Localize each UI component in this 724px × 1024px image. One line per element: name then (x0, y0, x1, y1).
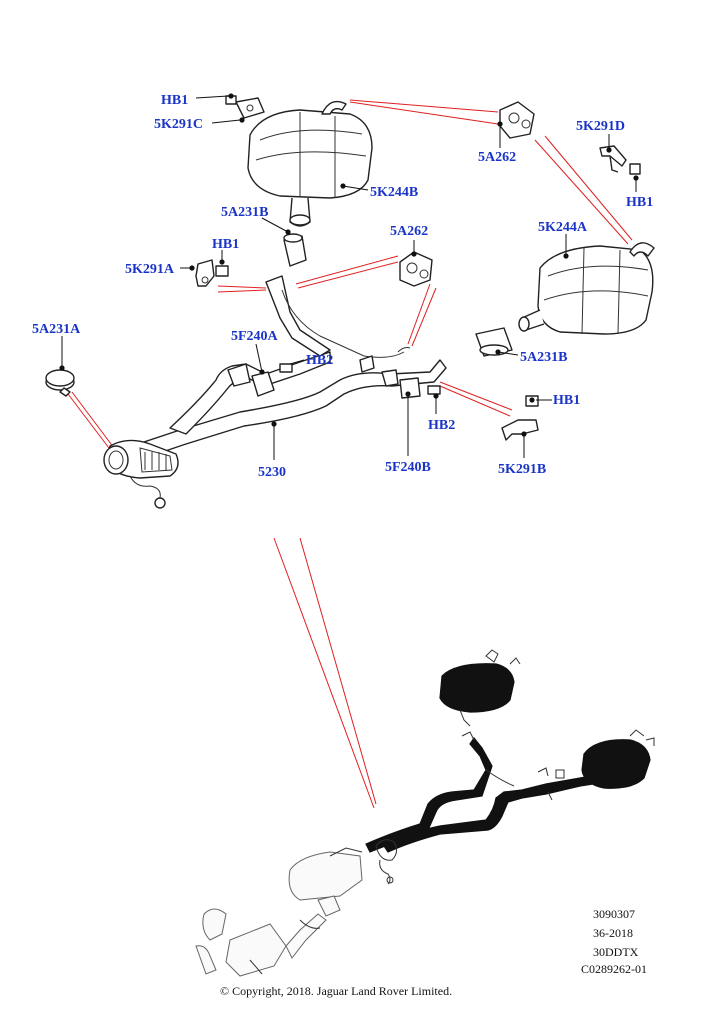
reference-model-code: 30DDTX (593, 945, 639, 959)
reference-date: 36-2018 (593, 926, 633, 940)
silencer-5k244b (247, 100, 373, 227)
callout-5k244b: 5K244B (370, 185, 418, 200)
callout-5a231b: 5A231B (221, 205, 268, 220)
callout-5k291b: 5K291B (498, 462, 546, 477)
callout-hb1: HB1 (626, 195, 653, 210)
callout-5a231b: 5A231B (520, 350, 567, 365)
tailpipe-5a231b-right (475, 327, 513, 357)
hanger-5k291d (599, 145, 641, 181)
silencer-5k244a (518, 242, 655, 335)
callout-5f240b: 5F240B (385, 460, 431, 475)
reference-block: 3090307 36-2018 30DDTX C0289262-01 (581, 907, 647, 976)
callout-5k244a: 5K244A (538, 220, 588, 235)
callout-5a262: 5A262 (390, 224, 428, 239)
reference-number: 3090307 (593, 907, 635, 921)
callout-5a231a: 5A231A (32, 322, 81, 337)
callout-5k291c: 5K291C (154, 117, 203, 132)
callout-5k291d: 5K291D (576, 119, 625, 134)
callout-5f240a: 5F240A (231, 329, 279, 344)
callout-labels: HB1 5K291C 5K244B 5A262 5K291D HB1 5A231… (32, 93, 653, 480)
callout-5230: 5230 (258, 465, 286, 480)
callout-hb1: HB1 (161, 93, 188, 108)
hanger-5k291a (189, 259, 229, 287)
callout-hb2: HB2 (306, 353, 333, 368)
reference-illustration-id: C0289262-01 (581, 962, 647, 976)
insulator-5a262-mid (399, 251, 433, 287)
callout-hb1: HB1 (553, 393, 580, 408)
callout-5k291a: 5K291A (125, 262, 175, 277)
leader-lines (61, 95, 637, 460)
red-guide-lines (67, 99, 633, 809)
callout-5a262: 5A262 (478, 150, 516, 165)
clamp-5a231a (45, 365, 75, 397)
system-overview-illustration (195, 649, 655, 977)
callout-hb1: HB1 (212, 237, 239, 252)
exploded-parts (45, 93, 655, 509)
hanger-5k291b (501, 395, 539, 441)
callout-hb2: HB2 (428, 418, 455, 433)
isolator-5f240a (227, 363, 293, 397)
insulator-5a262-top (497, 101, 535, 139)
hanger-5k291c (225, 93, 265, 123)
copyright-notice: © Copyright, 2018. Jaguar Land Rover Lim… (220, 984, 452, 998)
tailpipe-5a231b-top (283, 229, 307, 267)
